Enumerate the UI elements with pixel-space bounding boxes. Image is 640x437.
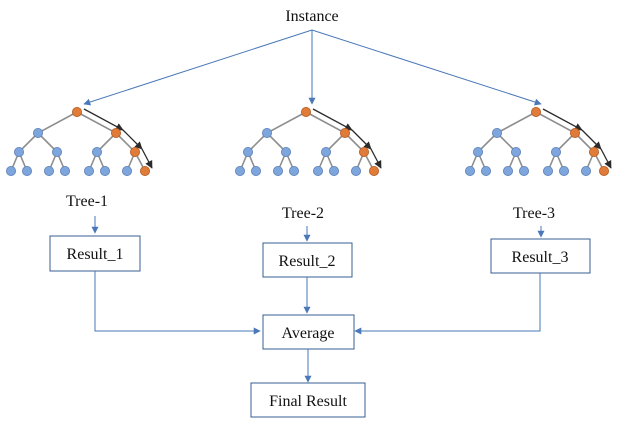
tree-node — [6, 165, 16, 176]
tree-node — [100, 165, 111, 176]
tree-node — [44, 165, 55, 176]
decision-path-node — [570, 127, 581, 138]
tree-node — [543, 165, 554, 176]
tree-node — [502, 165, 513, 176]
decision-path-node — [599, 165, 610, 176]
decision-path-node — [129, 146, 140, 157]
tree-node — [33, 127, 44, 138]
tree-node — [464, 165, 475, 176]
tree-2-label: Tree-2 — [282, 205, 324, 222]
tree-node — [551, 146, 562, 157]
decision-path-arrow — [351, 129, 372, 150]
tree-node — [328, 165, 339, 176]
tree-edge — [305, 111, 346, 134]
arrow-instance-tree-3 — [311, 29, 542, 106]
arrow-result-1-average — [94, 271, 261, 335]
instance-to-tree-arrows — [83, 29, 542, 106]
decision-path-arrow — [542, 108, 583, 131]
tree-node — [519, 165, 530, 176]
decision-path-node — [358, 146, 369, 157]
tree-edge — [37, 111, 78, 134]
decision-path-arrow — [83, 108, 124, 131]
average-box: Average — [262, 314, 355, 350]
tree-node — [491, 127, 502, 138]
decision-path-node — [139, 165, 150, 176]
decision-path-arrow — [600, 148, 612, 169]
tree-node — [272, 165, 283, 176]
result-1-box: Result_1 — [49, 235, 141, 272]
tree-node — [60, 165, 71, 176]
tree-node — [84, 165, 95, 176]
result-3-box: Result_3 — [490, 238, 591, 274]
tree-edge — [496, 111, 537, 134]
tree-node — [320, 146, 331, 157]
tree-node — [13, 146, 24, 157]
decision-path-node — [111, 127, 122, 138]
final-result-label: Final Result — [269, 393, 347, 410]
tree-edge — [266, 111, 307, 134]
average-label: Average — [282, 325, 335, 342]
instance-label: Instance — [285, 8, 338, 25]
decision-path-arrow — [122, 129, 143, 150]
tree-1-icon — [6, 107, 153, 176]
tree-2-icon — [234, 107, 382, 176]
decision-path-node — [589, 146, 600, 157]
tree-1-label: Tree-1 — [66, 193, 108, 210]
tree-node — [472, 146, 483, 157]
result-2-label: Result_2 — [279, 253, 336, 270]
decision-trees — [6, 107, 612, 176]
arrow-instance-tree-1 — [83, 29, 313, 106]
decision-path-node — [339, 127, 350, 138]
tree-node — [52, 146, 63, 157]
tree-node — [312, 165, 323, 176]
decision-path-arrow — [141, 148, 153, 169]
tree-node — [581, 165, 592, 176]
tree-node — [122, 165, 133, 176]
tree-edge — [535, 111, 576, 134]
arrow-result-3-average — [354, 273, 541, 335]
decision-path-arrow — [312, 108, 353, 131]
tree-node — [250, 165, 261, 176]
tree-node — [280, 146, 291, 157]
decision-path-arrow — [370, 148, 382, 169]
decision-path-node — [300, 107, 311, 118]
results-to-average-arrows — [94, 271, 541, 335]
decision-path-node — [531, 107, 542, 118]
tree-node — [480, 165, 491, 176]
final-result-box: Final Result — [250, 382, 366, 418]
result-3-label: Result_3 — [512, 249, 569, 266]
tree-node — [21, 165, 32, 176]
decision-path-node — [72, 107, 83, 118]
tree-edge — [76, 111, 117, 134]
tree-node — [559, 165, 570, 176]
result-2-box: Result_2 — [262, 242, 353, 278]
tree-node — [288, 165, 299, 176]
tree-node — [92, 146, 103, 157]
tree-node — [261, 127, 272, 138]
tree-node — [234, 165, 245, 176]
tree-node — [350, 165, 361, 176]
decision-path-arrow — [581, 129, 602, 150]
tree-node — [242, 146, 253, 157]
result-1-label: Result_1 — [67, 246, 124, 263]
decision-path-node — [368, 165, 379, 176]
tree-3-icon — [464, 107, 612, 176]
tree-3-label: Tree-3 — [513, 205, 555, 222]
tree-node — [510, 146, 521, 157]
